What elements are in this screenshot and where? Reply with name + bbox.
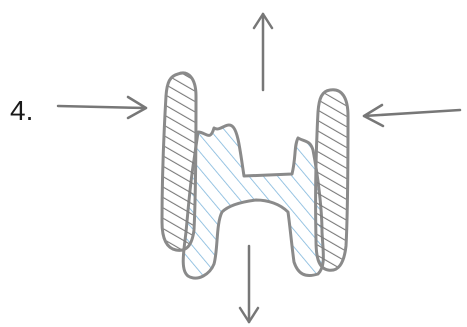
left-plate: [162, 73, 196, 250]
arrow-up-icon: [254, 14, 272, 90]
arrow-down-icon: [240, 246, 258, 322]
arrow-left-icon: [364, 105, 460, 126]
right-plate: [316, 90, 348, 271]
h-profile-shape: [183, 125, 323, 278]
arrow-right-icon: [58, 97, 146, 118]
